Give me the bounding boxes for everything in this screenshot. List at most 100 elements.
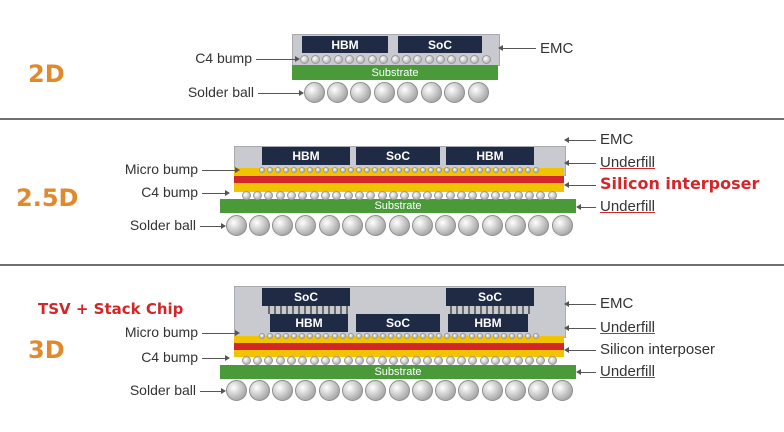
solder-ball <box>295 215 317 236</box>
c4-bump <box>524 191 534 200</box>
micro-bump <box>468 333 475 339</box>
solder-ball <box>388 215 410 236</box>
c4-bump <box>366 191 376 200</box>
underfill-bottom-3d <box>234 350 564 357</box>
solder-ball <box>458 215 480 236</box>
solder-ball <box>420 82 442 103</box>
solder-ball <box>341 380 363 401</box>
micro-bump <box>444 333 451 339</box>
c4-bump <box>401 55 411 64</box>
micro-bump <box>331 333 338 339</box>
micro-bump <box>315 167 322 173</box>
c4-bump <box>490 191 500 200</box>
micro-bump <box>323 333 330 339</box>
micro-bump <box>323 167 330 173</box>
micro-bump <box>371 333 378 339</box>
tsv-wire <box>310 306 312 314</box>
tsv-wire <box>510 306 512 314</box>
arrow-underfill-top-3d <box>564 325 596 331</box>
micro-bump <box>508 167 515 173</box>
c4-bump <box>343 356 353 365</box>
arrow-micro-bump-3d <box>202 330 240 336</box>
solder-ball <box>248 215 270 236</box>
c4-bump <box>390 55 400 64</box>
label-micro-bump-3d: Micro bump <box>124 324 198 340</box>
solder-ball <box>303 82 325 103</box>
micro-bump <box>396 167 402 173</box>
micro-bump <box>468 167 475 173</box>
c4-bump <box>366 356 376 365</box>
underfill-top-3d <box>234 336 564 343</box>
c4-bump <box>354 191 364 200</box>
arrow-c4-bump-25d <box>202 190 230 196</box>
c4-bump <box>241 191 251 200</box>
c4-bump <box>377 191 387 200</box>
tsv-wire <box>328 306 330 314</box>
micro-bump <box>428 333 435 339</box>
label-tsv-stack-chip: TSV + Stack Chip <box>38 300 184 318</box>
c4-bump <box>436 55 445 64</box>
tsv-wire <box>498 306 500 314</box>
solder-ball <box>504 380 526 401</box>
c4-bump <box>320 191 330 200</box>
micro-bump <box>259 167 265 173</box>
tsv-wire <box>292 306 294 314</box>
solder-ball <box>295 380 317 401</box>
micro-bump <box>524 333 531 339</box>
tier-label-25d: 2.5D <box>16 184 79 212</box>
micro-bump <box>331 167 338 173</box>
solder-ball <box>373 82 395 103</box>
c4-bump <box>468 191 478 200</box>
c4-bump <box>481 55 491 64</box>
c4-bump <box>264 191 274 200</box>
chip-25d-2: HBM <box>446 147 534 165</box>
micro-bump <box>500 167 507 173</box>
label-c4-bump-25d: C4 bump <box>141 184 198 200</box>
micro-bump <box>492 167 499 173</box>
chip-2d-0: HBM <box>302 36 388 53</box>
c4-bump <box>536 356 546 365</box>
solder-ball <box>528 215 550 236</box>
c4-bump <box>413 55 423 64</box>
micro-bump <box>500 333 507 339</box>
chip-3d-2: HBM <box>448 314 528 332</box>
micro-bump <box>307 333 314 339</box>
label-solder-ball-2d: Solder ball <box>187 84 254 100</box>
chip-25d-0: HBM <box>262 147 350 165</box>
substrate-2d: Substrate <box>292 65 498 80</box>
tsv-wire <box>322 306 324 314</box>
c4-bump <box>513 191 523 200</box>
solder-ball <box>318 380 340 401</box>
silicon-interposer-25d <box>234 176 564 183</box>
micro-bump <box>404 167 411 173</box>
micro-bump <box>291 333 298 339</box>
micro-bump <box>379 167 386 173</box>
solder-ball <box>435 215 457 236</box>
c4-bump <box>298 191 308 200</box>
tsv-wire <box>340 306 342 314</box>
label-emc-25d: EMC <box>600 131 634 148</box>
c4-bump <box>252 191 262 200</box>
c4-bump <box>456 191 466 200</box>
c4-bump <box>320 356 330 365</box>
c4-bump <box>547 191 557 200</box>
micro-bump <box>267 333 274 339</box>
c4-bump <box>286 191 296 200</box>
solder-ball <box>481 380 503 401</box>
micro-bump <box>460 167 467 173</box>
micro-bump <box>533 333 539 339</box>
micro-bump <box>452 167 459 173</box>
c4-bump <box>367 55 377 64</box>
micro-bump <box>420 167 427 173</box>
solder-ball <box>397 82 419 103</box>
c4-bump <box>332 356 342 365</box>
tsv-wire <box>298 306 300 314</box>
solder-ball <box>444 82 466 103</box>
tsv-wire <box>346 306 348 314</box>
micro-bump <box>275 333 282 339</box>
micro-bump <box>355 333 362 339</box>
chip-2d-1: SoC <box>398 36 482 53</box>
c4-bump <box>424 55 434 64</box>
micro-bump <box>339 167 346 173</box>
c4-bump <box>490 356 500 365</box>
